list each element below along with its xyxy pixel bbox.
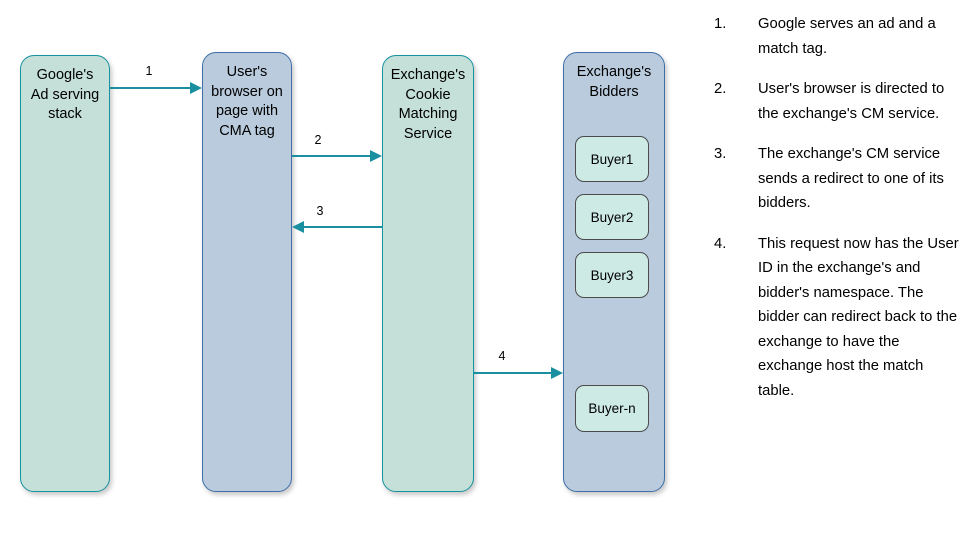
- node-label-users-browser: User's browser on page with CMA tag: [211, 64, 283, 139]
- node-label-exchange-bidders: Exchange's Bidders: [576, 64, 652, 100]
- list-item: 3. The exchange's CM service sends a red…: [706, 142, 960, 216]
- arrow-4-label: 4: [498, 349, 506, 363]
- step-text: The exchange's CM service sends a redire…: [758, 146, 944, 211]
- list-item: 1. Google serves an ad and a match tag.: [706, 12, 960, 61]
- step-number: 2.: [714, 81, 727, 97]
- arrow-3-label: 3: [316, 204, 324, 218]
- arrow-3-line: [304, 226, 382, 228]
- arrow-3-head-icon: [292, 221, 304, 233]
- node-label-exchange-cookie-matching-service: Exchange's Cookie Matching Service: [390, 67, 466, 142]
- step-text: User's browser is directed to the exchan…: [758, 81, 945, 122]
- arrow-4-head-icon: [551, 367, 563, 379]
- arrow-2-label: 2: [314, 133, 322, 147]
- step-text: Google serves an ad and a match tag.: [758, 16, 936, 57]
- arrow-2-head-icon: [370, 150, 382, 162]
- node-google-ad-serving-stack[interactable]: Google's Ad serving stack: [20, 55, 110, 492]
- arrow-1-line: [110, 87, 190, 89]
- step-text: This request now has the User ID in the …: [758, 235, 959, 399]
- node-users-browser[interactable]: User's browser on page with CMA tag: [202, 52, 292, 492]
- node-label-buyer2: Buyer2: [590, 210, 634, 225]
- node-label-buyer1: Buyer1: [590, 152, 634, 167]
- node-buyer3[interactable]: Buyer3: [575, 252, 649, 298]
- arrow-1-head-icon: [190, 82, 202, 94]
- arrow-4-line: [474, 372, 551, 374]
- list-item: 2. User's browser is directed to the exc…: [706, 77, 960, 126]
- node-buyer-n[interactable]: Buyer-n: [575, 385, 649, 432]
- node-exchange-cookie-matching-service[interactable]: Exchange's Cookie Matching Service: [382, 55, 474, 492]
- list-item: 4. This request now has the User ID in t…: [706, 232, 960, 404]
- arrow-1-label: 1: [145, 64, 153, 78]
- cookie-matching-flow-diagram: Google's Ad serving stack User's browser…: [20, 52, 665, 492]
- arrow-2-line: [292, 155, 370, 157]
- step-number: 1.: [714, 16, 727, 32]
- node-buyer2[interactable]: Buyer2: [575, 194, 649, 240]
- node-label-google-ad-serving-stack: Google's Ad serving stack: [30, 67, 100, 122]
- node-label-buyer-n: Buyer-n: [588, 401, 636, 416]
- node-buyer1[interactable]: Buyer1: [575, 136, 649, 182]
- steps-list: 1. Google serves an ad and a match tag. …: [706, 12, 960, 419]
- node-label-buyer3: Buyer3: [590, 268, 634, 283]
- step-number: 4.: [714, 235, 727, 252]
- step-number: 3.: [714, 146, 727, 162]
